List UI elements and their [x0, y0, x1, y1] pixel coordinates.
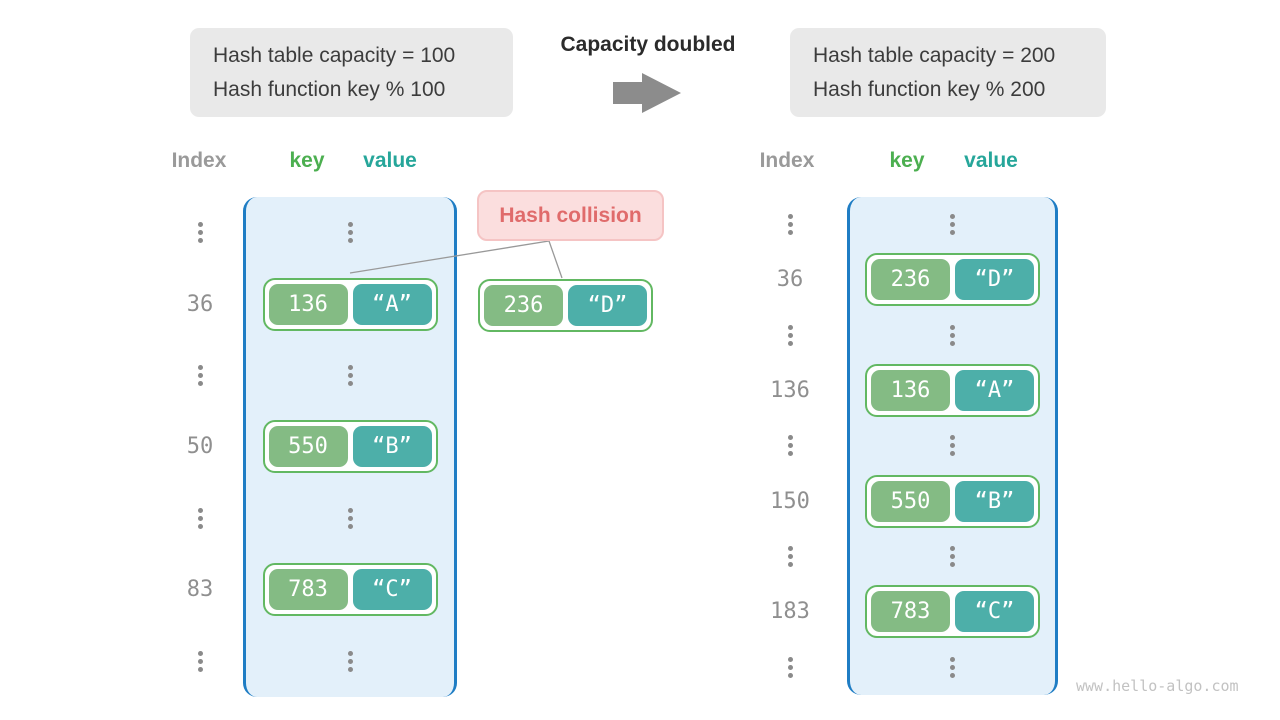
right-index-column: 36 136 150 183	[757, 197, 823, 695]
ellipsis-icon	[167, 483, 233, 554]
key-cell: 783	[871, 591, 950, 633]
table-row: 783 “C”	[246, 554, 454, 625]
key-cell: 550	[871, 480, 950, 522]
key-cell: 236	[484, 285, 563, 326]
value-cell: “C”	[955, 591, 1034, 633]
kv-pair: 783 “C”	[262, 563, 438, 617]
ellipsis-icon	[167, 197, 233, 268]
ellipsis-icon	[850, 197, 1055, 252]
hash-collision-label: Hash collision	[477, 190, 664, 241]
watermark: www.hello-algo.com	[1076, 677, 1239, 695]
ellipsis-icon	[850, 640, 1055, 695]
table-row: 550 “B”	[850, 474, 1055, 529]
hash-function-line: Hash function key % 100	[213, 77, 446, 101]
left-array-container: 136 “A” 550 “B” 783 “C”	[243, 197, 457, 697]
left-column-header-key: key	[289, 149, 325, 172]
ellipsis-icon	[757, 640, 823, 695]
value-cell: “B”	[352, 426, 432, 468]
table-row: 136 “A”	[246, 268, 454, 339]
value-cell: “D”	[955, 259, 1034, 301]
right-column-header-value: value	[964, 149, 1018, 172]
kv-pair: 783 “C”	[865, 585, 1040, 639]
left-column-header-index: Index	[171, 149, 227, 172]
index-label: 83	[186, 577, 214, 603]
value-cell: “C”	[352, 569, 432, 611]
transition-title: Capacity doubled	[560, 33, 736, 56]
table-row: 550 “B”	[246, 411, 454, 482]
transition-group: Capacity doubled	[553, 33, 743, 113]
key-cell: 136	[871, 370, 950, 412]
ellipsis-icon	[246, 626, 454, 697]
ellipsis-icon	[757, 197, 823, 252]
value-cell: “D”	[568, 285, 647, 326]
capacity-line: Hash table capacity = 200	[813, 44, 1056, 68]
index-label: 36	[186, 291, 214, 317]
index-label: 36	[776, 267, 804, 293]
kv-pair: 236 “D”	[865, 253, 1040, 307]
kv-pair: 236 “D”	[478, 279, 653, 332]
kv-pair: 550 “B”	[865, 474, 1040, 528]
info-box-capacity-200: Hash table capacity = 200 Hash function …	[790, 28, 1106, 117]
index-label: 136	[770, 378, 810, 404]
ellipsis-icon	[850, 529, 1055, 584]
hash-collision-pair: 236 “D”	[478, 279, 653, 332]
index-label: 150	[770, 488, 810, 514]
capacity-line: Hash table capacity = 100	[213, 44, 456, 68]
ellipsis-icon	[757, 418, 823, 473]
ellipsis-icon	[167, 626, 233, 697]
value-cell: “A”	[955, 370, 1034, 412]
key-cell: 783	[268, 569, 348, 611]
table-row: 236 “D”	[850, 252, 1055, 307]
right-column-header-index: Index	[759, 149, 815, 172]
index-label: 50	[186, 434, 214, 460]
ellipsis-icon	[850, 308, 1055, 363]
key-cell: 550	[268, 426, 348, 468]
key-cell: 136	[268, 283, 348, 325]
info-box-capacity-100: Hash table capacity = 100 Hash function …	[190, 28, 513, 117]
left-index-column: 36 50 83	[167, 197, 233, 697]
ellipsis-icon	[850, 418, 1055, 473]
ellipsis-icon	[246, 483, 454, 554]
kv-pair: 136 “A”	[865, 364, 1040, 418]
kv-pair: 136 “A”	[262, 277, 438, 331]
left-column-header-value: value	[363, 149, 417, 172]
ellipsis-icon	[246, 340, 454, 411]
table-row: 783 “C”	[850, 584, 1055, 639]
hash-collision-text: Hash collision	[499, 203, 642, 227]
table-row: 136 “A”	[850, 363, 1055, 418]
kv-pair: 550 “B”	[262, 420, 438, 474]
hash-function-line: Hash function key % 200	[813, 77, 1046, 101]
ellipsis-icon	[757, 308, 823, 363]
value-cell: “A”	[352, 283, 432, 325]
key-cell: 236	[871, 259, 950, 301]
ellipsis-icon	[167, 340, 233, 411]
right-column-header-key: key	[889, 149, 925, 172]
index-label: 183	[770, 599, 810, 625]
ellipsis-icon	[246, 197, 454, 268]
right-array-container: 236 “D” 136 “A” 550 “B” 783 “C”	[847, 197, 1058, 695]
right-block-arrow-icon	[613, 73, 681, 113]
ellipsis-icon	[757, 529, 823, 584]
value-cell: “B”	[955, 480, 1034, 522]
